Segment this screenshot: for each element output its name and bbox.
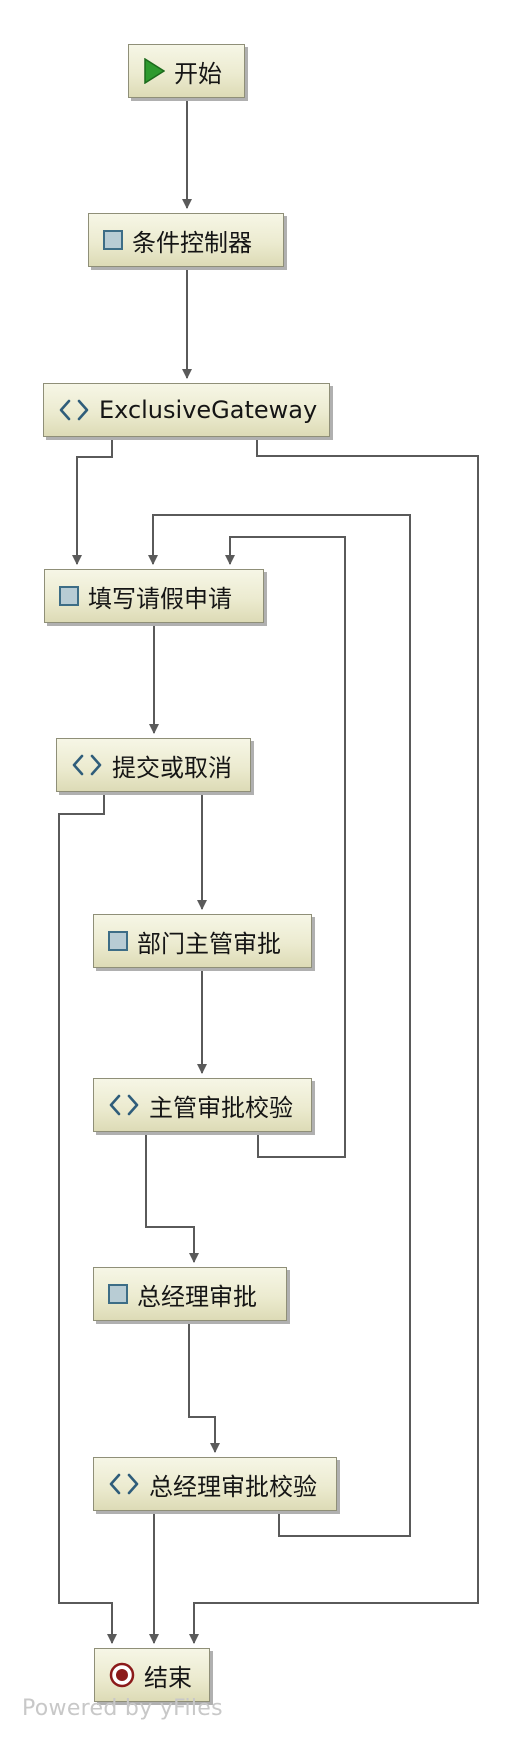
exclusive-gateway-label: ExclusiveGateway — [99, 396, 318, 424]
condition-controller-node[interactable]: 条件控制器 — [88, 213, 284, 267]
gm-approval-label: 总经理审批 — [137, 1282, 257, 1311]
edge-manager-approval-check-to-gm-approval — [145, 1133, 199, 1263]
yfiles-watermark: Powered by yFiles — [22, 1696, 223, 1721]
end-node[interactable]: 结束 — [94, 1648, 210, 1702]
gateway-icon — [58, 399, 90, 421]
condition-controller-label: 条件控制器 — [132, 228, 252, 257]
gateway-icon — [108, 1473, 140, 1495]
gm-approval-check-node[interactable]: 总经理审批校验 — [93, 1457, 337, 1511]
end-node-label: 结束 — [144, 1663, 192, 1692]
manager-approval-check-node[interactable]: 主管审批校验 — [93, 1078, 312, 1132]
gateway-icon — [71, 754, 103, 776]
dept-manager-approval-node[interactable]: 部门主管审批 — [93, 914, 312, 968]
gm-approval-node[interactable]: 总经理审批 — [93, 1267, 287, 1321]
task-square-icon — [103, 230, 123, 250]
gm-approval-check-label: 总经理审批校验 — [149, 1472, 317, 1501]
dept-manager-approval-label: 部门主管审批 — [137, 929, 281, 958]
manager-approval-check-label: 主管审批校验 — [149, 1093, 293, 1122]
task-square-icon — [108, 1284, 128, 1304]
task-square-icon — [59, 586, 79, 606]
start-node-label: 开始 — [174, 59, 222, 88]
edge-exclusive-gateway-to-fill-leave-request — [72, 438, 113, 565]
gateway-icon — [108, 1094, 140, 1116]
submit-or-cancel-node[interactable]: 提交或取消 — [56, 738, 251, 792]
edge-gm-approval-check-to-fill-leave-request — [148, 514, 411, 1537]
play-triangle-icon — [143, 58, 165, 84]
submit-or-cancel-label: 提交或取消 — [112, 753, 232, 782]
edge-gm-approval-to-gm-approval-check — [188, 1322, 220, 1453]
edge-exclusive-gateway-to-end — [189, 438, 479, 1644]
fill-leave-request-node[interactable]: 填写请假申请 — [44, 569, 264, 623]
end-circle-icon — [109, 1662, 135, 1688]
task-square-icon — [108, 931, 128, 951]
start-node[interactable]: 开始 — [128, 44, 245, 98]
edge-manager-approval-check-to-fill-leave-request — [225, 536, 346, 1158]
exclusive-gateway-node[interactable]: ExclusiveGateway — [43, 383, 330, 437]
fill-leave-request-label: 填写请假申请 — [88, 584, 232, 613]
edge-submit-or-cancel-to-end — [58, 793, 117, 1644]
